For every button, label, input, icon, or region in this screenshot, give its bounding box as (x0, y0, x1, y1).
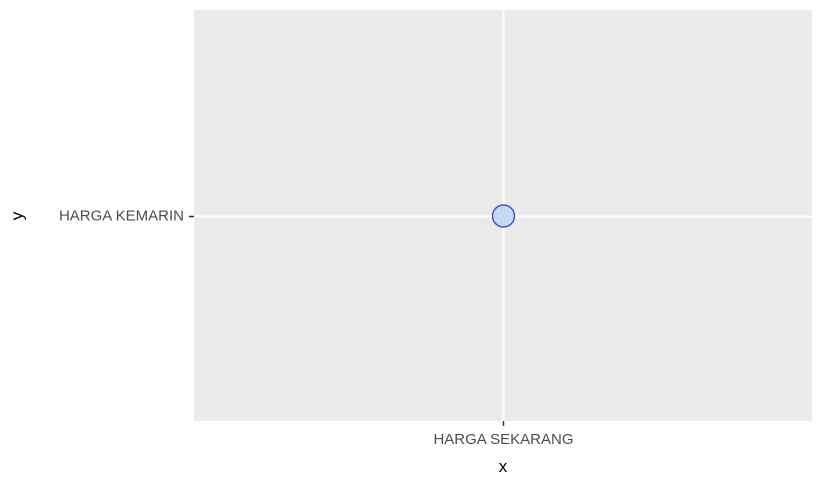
axis-ticks: HARGA SEKARANG HARGA KEMARIN (59, 207, 574, 448)
x-tick-label: HARGA SEKARANG (433, 431, 573, 448)
data-points (491, 204, 516, 228)
data-point (491, 204, 516, 228)
x-axis-title: x (499, 457, 508, 476)
y-tick-label: HARGA KEMARIN (59, 207, 184, 224)
y-axis-title: y (7, 211, 26, 220)
